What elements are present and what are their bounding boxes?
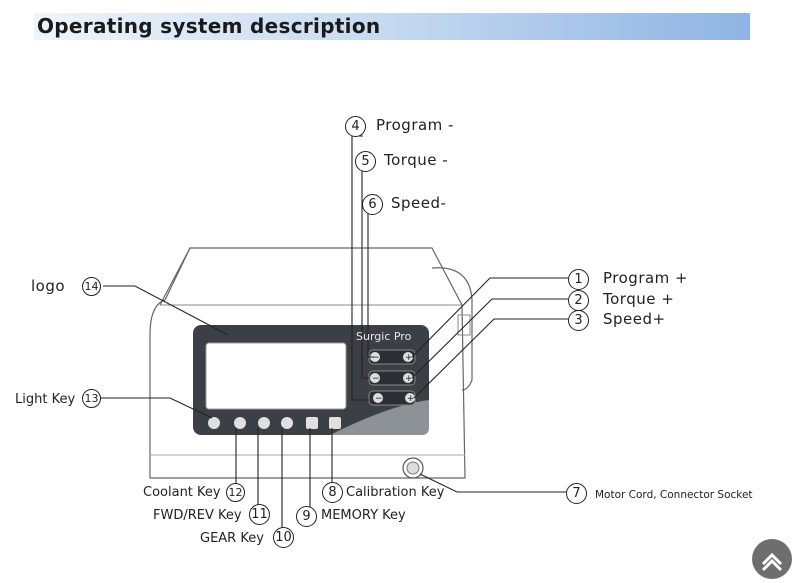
device-brand: Surgic Pro bbox=[356, 330, 412, 343]
svg-text:+: + bbox=[405, 374, 413, 384]
callout-label-memory-key: MEMORY Key bbox=[321, 508, 406, 523]
callout-number-14: 14 bbox=[82, 277, 101, 296]
side-handle bbox=[431, 267, 473, 391]
svg-text:−: − bbox=[375, 394, 383, 404]
svg-text:−: − bbox=[372, 374, 380, 384]
minus-plus-keys: − + − + − + bbox=[368, 349, 416, 406]
callout-number-3: 3 bbox=[568, 310, 589, 331]
callout-label-speed-plus: Speed+ bbox=[603, 310, 666, 328]
callout-number-6: 6 bbox=[362, 194, 383, 215]
callout-label-torque-plus: Torque + bbox=[603, 290, 675, 308]
callout-number-8: 8 bbox=[322, 482, 343, 503]
callout-number-2: 2 bbox=[568, 290, 589, 311]
scroll-top-button[interactable] bbox=[752, 539, 792, 579]
callout-number-13: 13 bbox=[82, 389, 101, 408]
callout-number-5: 5 bbox=[355, 151, 376, 172]
callout-number-12: 12 bbox=[226, 483, 245, 502]
chevron-up-icon bbox=[761, 552, 783, 572]
callout-label-gear-key: GEAR Key bbox=[200, 531, 264, 546]
callout-label-program-minus: Program - bbox=[376, 116, 454, 134]
callout-number-10: 10 bbox=[273, 527, 294, 548]
callout-number-1: 1 bbox=[568, 269, 589, 290]
callout-label-calibration-key: Calibration Key bbox=[346, 485, 445, 500]
svg-text:−: − bbox=[372, 353, 380, 363]
page-title: Operating system description bbox=[37, 14, 381, 38]
display-screen bbox=[205, 342, 347, 410]
callout-label-torque-minus: Torque - bbox=[384, 151, 449, 169]
callout-label-light-key: Light Key bbox=[15, 392, 76, 407]
section-header: Operating system description bbox=[34, 13, 750, 40]
callout-label-program-plus: Program + bbox=[603, 269, 689, 287]
callout-label-speed-minus: Speed- bbox=[391, 194, 447, 212]
callout-number-9: 9 bbox=[296, 506, 317, 527]
callout-label-logo: logo bbox=[31, 277, 66, 295]
callout-label-coolant-key: Coolant Key bbox=[143, 485, 221, 500]
svg-text:+: + bbox=[405, 353, 413, 363]
callout-number-4: 4 bbox=[345, 116, 366, 137]
callout-label-motor-cord: Motor Cord, Connector Socket bbox=[595, 489, 753, 501]
callout-number-11: 11 bbox=[249, 504, 270, 525]
callout-number-7: 7 bbox=[566, 483, 587, 504]
svg-text:+: + bbox=[407, 394, 415, 404]
function-keys bbox=[208, 417, 341, 429]
callout-label-fwd-rev-key: FWD/REV Key bbox=[153, 508, 242, 523]
